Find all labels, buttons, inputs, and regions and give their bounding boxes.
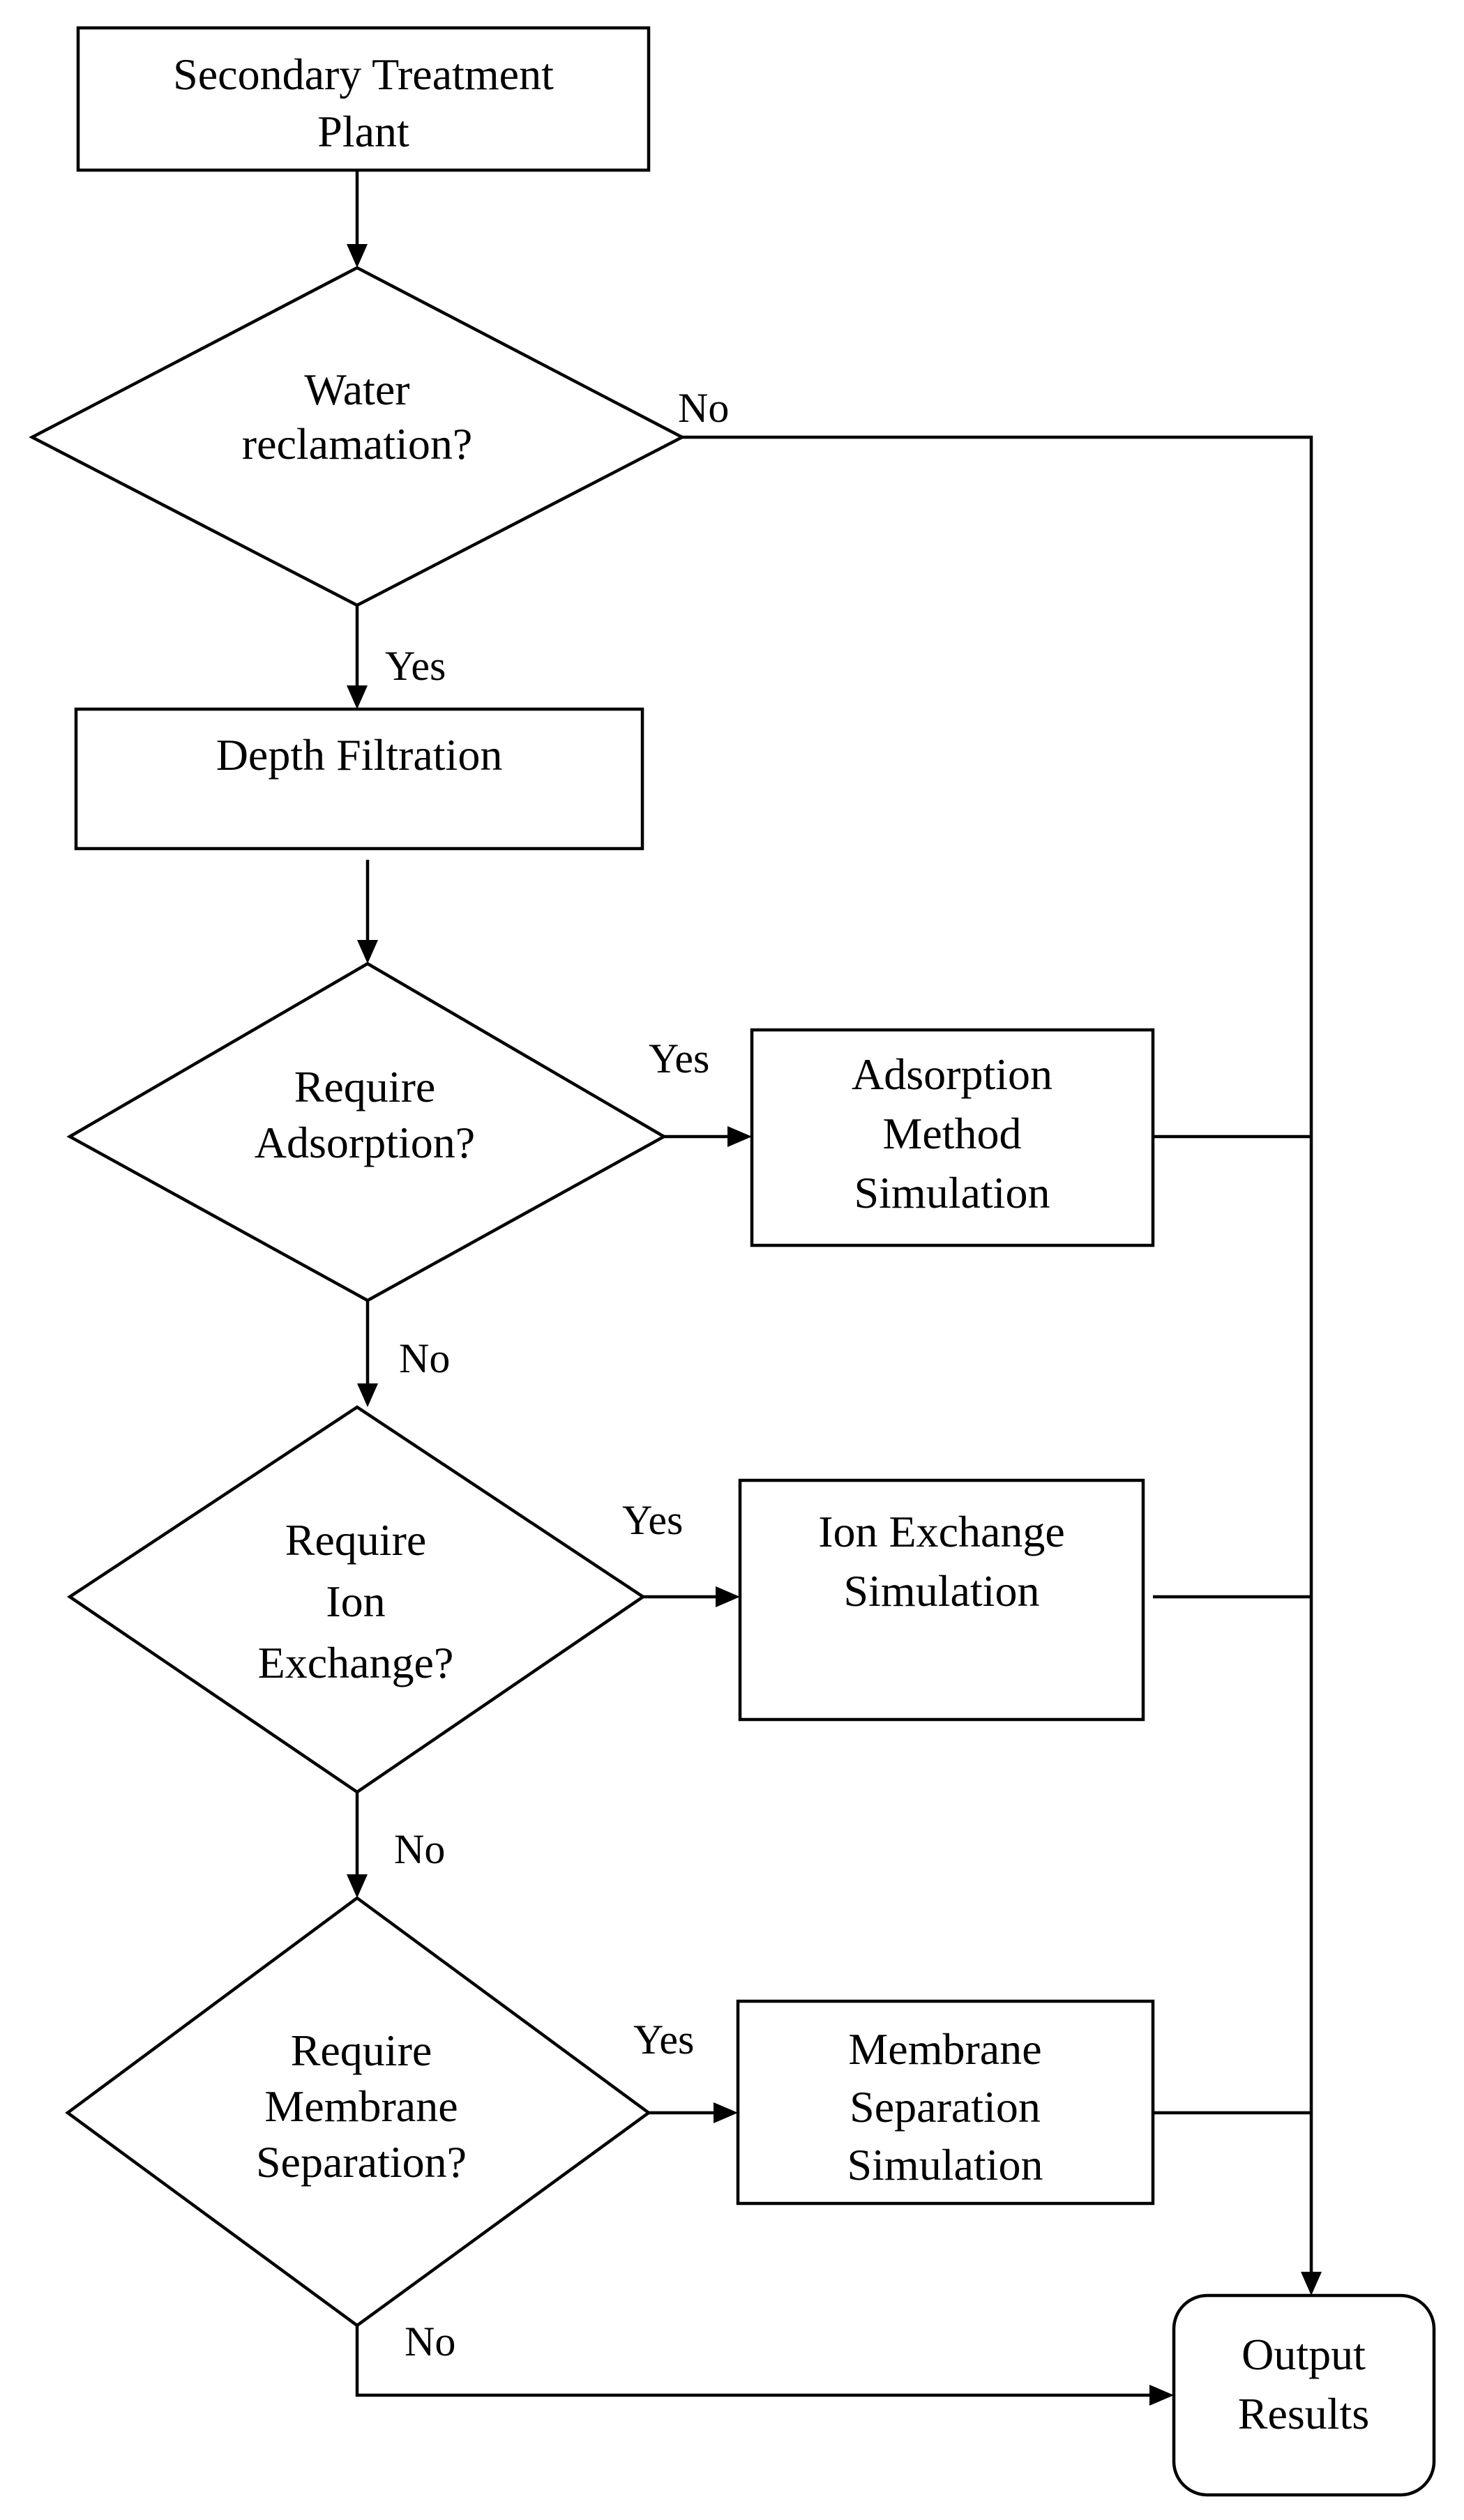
arrowhead [347,1874,368,1898]
node-text-line: Ion [326,1577,385,1626]
node-require-ion-exchange-decision: Require Ion Exchange? [66,1405,647,1794]
node-ion-exchange-simulation: Ion Exchange Simulation [738,1478,1145,1722]
decision-diamond [29,266,686,607]
arrowhead [347,685,368,709]
node-text-line: Membrane [264,2081,458,2131]
node-require-adsorption-decision: Require Adsorption? [66,962,667,1303]
terminal-box [1172,2293,1436,2497]
node-membrane-separation-simulation: Membrane Separation Simulation [736,1999,1155,2206]
process-box [738,1478,1145,1722]
decision-diamond [66,962,667,1303]
arrowhead [716,1586,740,1607]
connectors [347,170,1322,2406]
process-box [736,1999,1155,2206]
node-text-line: Depth Filtration [216,730,503,780]
connector-membrane-no [355,2325,1151,2397]
edge-label-reclamation-no: No [678,385,729,431]
node-text-line: Plant [317,107,409,156]
node-text-line: Require [285,1515,427,1565]
edge-label-ion-no: No [394,1826,445,1872]
arrowhead [357,940,378,964]
connector-reclamation-no-trunk [682,435,1313,2273]
node-text-line: Membrane [848,2024,1041,2074]
node-text-line: Adsorption [852,1049,1052,1099]
node-text-line: reclamation? [242,419,472,469]
node-text-line: Results [1238,2389,1369,2438]
edge-label-ion-yes: Yes [622,1497,683,1543]
decision-diamond [66,1405,647,1794]
process-box [74,707,644,851]
node-text-line: Simulation [854,1168,1050,1217]
node-water-reclamation-decision: Water reclamation? [29,266,686,607]
arrowhead [727,1126,752,1147]
process-box [750,1028,1155,1247]
node-secondary-treatment-plant: Secondary Treatment Plant [76,26,651,172]
node-text-line: Ion Exchange [818,1507,1065,1556]
arrowhead [357,1383,378,1407]
arrowhead [1149,2385,1174,2406]
arrowhead [347,244,368,268]
node-text-line: Separation? [256,2137,467,2187]
node-text-line: Simulation [847,2140,1043,2189]
edge-label-adsorption-yes: Yes [649,1035,709,1081]
edge-label-reclamation-yes: Yes [385,643,446,689]
node-text-line: Output [1242,2330,1366,2379]
edge-labels: No Yes Yes No Yes No Yes No [385,385,729,2365]
edge-label-membrane-no: No [405,2318,455,2365]
node-text-line: Separation [850,2082,1041,2132]
node-text-line: Secondary Treatment [173,50,554,99]
arrowhead [1301,2272,1322,2295]
node-text-line: Water [304,365,409,414]
node-text-line: Exchange? [258,1638,454,1687]
node-text-line: Simulation [844,1566,1040,1616]
node-require-membrane-separation-decision: Require Membrane Separation? [65,1896,651,2328]
node-text-line: Require [294,1062,436,1111]
node-depth-filtration: Depth Filtration [74,707,644,851]
decision-diamond [65,1896,651,2328]
node-adsorption-method-simulation: Adsorption Method Simulation [750,1028,1155,1247]
node-output-results: Output Results [1172,2293,1436,2497]
edge-label-membrane-yes: Yes [633,2017,694,2063]
edge-label-adsorption-no: No [399,1335,450,1381]
process-box [76,26,651,172]
node-text-line: Method [882,1109,1021,1158]
node-text-line: Require [291,2026,432,2075]
arrowhead [714,2102,738,2123]
node-text-line: Adsorption? [255,1118,475,1167]
